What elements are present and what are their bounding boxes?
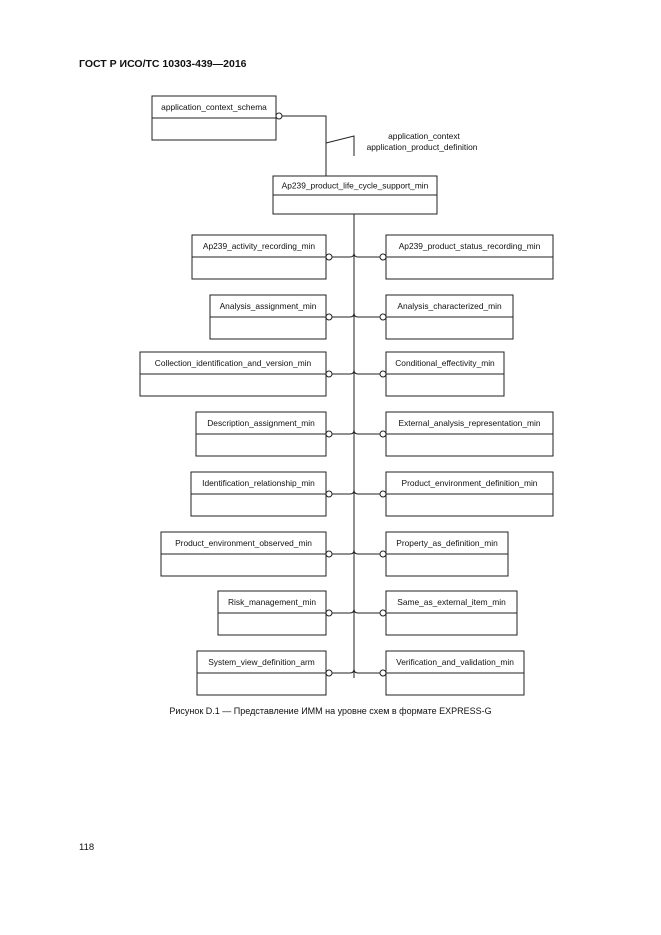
context-relation-circle [275,112,283,120]
left-relation-circle-8 [325,669,333,677]
page-number: 118 [79,842,95,853]
main-schema-box-label: Ap239_product_life_cycle_support_min [282,181,429,191]
right-relation-curve-4 [353,429,359,435]
right-schema-box-1-label: Ap239_product_status_recording_min [399,241,541,251]
right-schema-box-7-label: Same_as_external_item_min [397,597,506,607]
left-schema-box-8-label: System_view_definition_arm [208,657,315,667]
right-schema-box-3-label: Conditional_effectivity_min [395,358,495,368]
right-relation-curve-7 [353,608,359,614]
right-schema-box-6-label: Property_as_definition_min [396,538,498,548]
left-schema-box-6-label: Product_environment_observed_min [175,538,312,548]
left-relation-curve-1 [349,252,355,258]
rule-label-1: application_context [388,131,460,141]
right-relation-curve-3 [353,369,359,375]
right-relation-circle-2 [379,313,387,321]
right-relation-curve-6 [353,549,359,555]
left-schema-box-4-label: Description_assignment_min [207,418,315,428]
right-relation-circle-3 [379,370,387,378]
right-schema-box-4-label: External_analysis_representation_min [399,418,541,428]
context-schema-box-label: application_context_schema [161,102,267,112]
right-relation-circle-6 [379,550,387,558]
left-schema-box-7-label: Risk_management_min [228,597,316,607]
right-relation-circle-1 [379,253,387,261]
left-schema-box-2-label: Analysis_assignment_min [220,301,317,311]
left-schema-box-5-label: Identification_relationship_min [202,478,315,488]
right-relation-curve-8 [353,668,359,674]
left-relation-curve-4 [349,429,355,435]
right-schema-box-8-label: Verification_and_validation_min [396,657,514,667]
left-relation-circle-1 [325,253,333,261]
left-relation-circle-7 [325,609,333,617]
right-relation-circle-8 [379,669,387,677]
right-schema-box-2-label: Analysis_characterized_min [397,301,502,311]
left-relation-curve-7 [349,608,355,614]
left-relation-curve-5 [349,489,355,495]
document-header: ГОСТ Р ИСО/ТС 10303-439—2016 [79,58,247,70]
context-relation-line [282,115,327,176]
left-relation-curve-6 [349,549,355,555]
right-relation-curve-5 [353,489,359,495]
right-relation-curve-2 [353,312,359,318]
figure-caption: Рисунок D.1 — Представление ИММ на уровн… [169,706,492,716]
left-relation-curve-8 [349,668,355,674]
right-relation-curve-1 [353,252,359,258]
left-relation-circle-4 [325,430,333,438]
right-relation-circle-4 [379,430,387,438]
left-relation-curve-3 [349,369,355,375]
left-relation-circle-3 [325,370,333,378]
rule-label-2: application_product_definition [367,142,478,152]
left-relation-circle-5 [325,490,333,498]
right-relation-circle-5 [379,490,387,498]
left-relation-circle-2 [325,313,333,321]
right-relation-circle-7 [379,609,387,617]
left-relation-curve-2 [349,312,355,318]
rule-marker [325,135,355,156]
left-relation-circle-6 [325,550,333,558]
left-schema-box-1-label: Ap239_activity_recording_min [203,241,316,251]
right-schema-box-5-label: Product_environment_definition_min [402,478,538,488]
left-schema-box-3-label: Collection_identification_and_version_mi… [155,358,312,368]
